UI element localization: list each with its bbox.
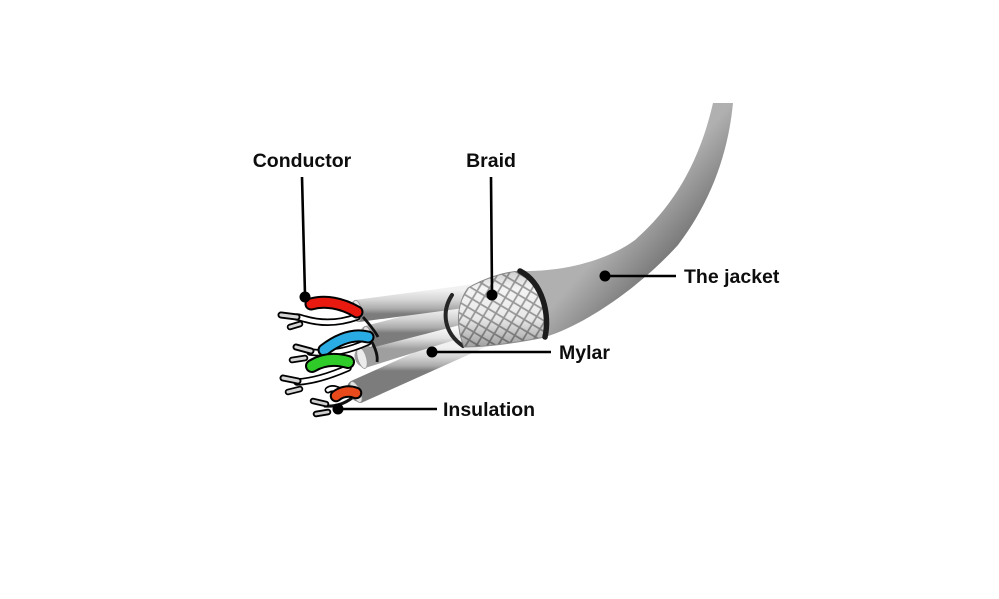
mylar-dot: [426, 346, 438, 358]
insulation-dot: [332, 403, 344, 415]
conductor-dot: [299, 291, 311, 303]
label-insulation: Insulation: [443, 399, 535, 421]
labels: Conductor Braid The jacket Mylar Insulat…: [253, 150, 780, 421]
label-mylar: Mylar: [559, 342, 610, 364]
jacket-graphic: [520, 103, 733, 337]
label-jacket: The jacket: [684, 266, 780, 288]
braid-leader-line: [489, 176, 494, 294]
mylar-rim-arc: [443, 293, 465, 348]
blue-pair-graphic: [288, 329, 379, 364]
jacket-dot: [599, 270, 611, 282]
red-pair-graphic: [277, 295, 380, 338]
green-pair-graphic: [279, 352, 355, 396]
leader-dots: [299, 270, 611, 415]
braid-graphic: [457, 268, 550, 348]
braid-dot: [486, 289, 498, 301]
conductor-leader-line: [300, 176, 307, 296]
orange-pair-graphic: [309, 385, 363, 418]
leader-lines: [300, 176, 676, 411]
label-conductor: Conductor: [253, 150, 352, 172]
label-braid: Braid: [466, 150, 516, 172]
